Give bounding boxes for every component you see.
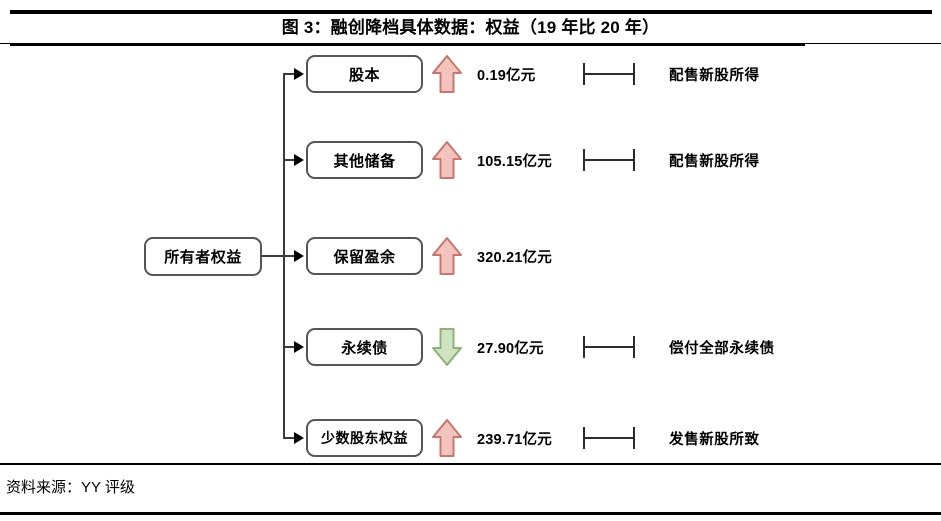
connector-branch — [283, 73, 296, 75]
node-branch-label: 保留盈余 — [333, 248, 396, 266]
node-branch-4: 永续债 — [306, 328, 423, 366]
connector-arrowhead — [294, 432, 304, 444]
bracket-cap-right — [633, 427, 635, 449]
connector-arrowhead — [294, 250, 304, 262]
bracket-cap-right — [633, 149, 635, 171]
connector-arrowhead — [294, 68, 304, 80]
node-root: 所有者权益 — [144, 236, 262, 276]
amount-value: 320.21亿元 — [477, 250, 552, 266]
trend-up-arrow-icon — [430, 54, 464, 94]
source-note: 资料来源：YY 评级 — [6, 479, 135, 496]
explanation-note: 配售新股所得 — [669, 154, 760, 170]
bracket-bar — [583, 437, 635, 439]
trend-up-arrow-icon — [430, 140, 464, 180]
node-branch-1: 股本 — [306, 55, 423, 93]
footer-rule-above-source — [0, 463, 941, 465]
amount-value: 0.19亿元 — [477, 68, 536, 84]
node-branch-label: 永续债 — [341, 339, 388, 357]
amount-value: 27.90亿元 — [477, 341, 544, 357]
node-root-label: 所有者权益 — [164, 248, 242, 266]
amount-value: 239.71亿元 — [477, 432, 552, 448]
node-branch-label: 其他储备 — [333, 152, 396, 170]
trend-down-arrow-icon — [430, 327, 464, 367]
explanation-note: 偿付全部永续债 — [669, 341, 775, 357]
node-branch-label: 少数股东权益 — [321, 430, 408, 446]
connector-arrowhead — [294, 341, 304, 353]
bracket-cap-right — [633, 336, 635, 358]
connector-branch — [283, 346, 296, 348]
bracket-cap-left — [583, 336, 585, 358]
bracket-cap-right — [633, 63, 635, 85]
trend-up-arrow-icon — [430, 418, 464, 458]
node-branch-5: 少数股东权益 — [306, 419, 423, 457]
bracket-cap-left — [583, 63, 585, 85]
connector-root-stub — [262, 255, 285, 257]
node-branch-2: 其他储备 — [306, 141, 423, 179]
header-rule-top — [10, 10, 932, 14]
bracket-cap-left — [583, 427, 585, 449]
bracket-connector — [583, 336, 635, 358]
footer-rule-bottom — [0, 512, 941, 515]
connector-branch — [283, 437, 296, 439]
explanation-note: 发售新股所致 — [669, 432, 760, 448]
connector-branch — [283, 159, 296, 161]
bracket-connector — [583, 149, 635, 171]
bracket-connector — [583, 427, 635, 449]
node-branch-label: 股本 — [348, 66, 380, 84]
amount-value: 105.15亿元 — [477, 154, 552, 170]
header-rule-under-title — [10, 43, 805, 46]
bracket-bar — [583, 73, 635, 75]
trend-up-arrow-icon — [430, 236, 464, 276]
bracket-cap-left — [583, 149, 585, 171]
explanation-note: 配售新股所得 — [669, 68, 760, 84]
bracket-bar — [583, 159, 635, 161]
bracket-bar — [583, 346, 635, 348]
node-branch-3: 保留盈余 — [306, 237, 423, 275]
bracket-connector — [583, 63, 635, 85]
connector-branch — [283, 255, 296, 257]
figure-title: 图 3：融创降档具体数据：权益（19 年比 20 年） — [281, 18, 660, 37]
connector-arrowhead — [294, 154, 304, 166]
